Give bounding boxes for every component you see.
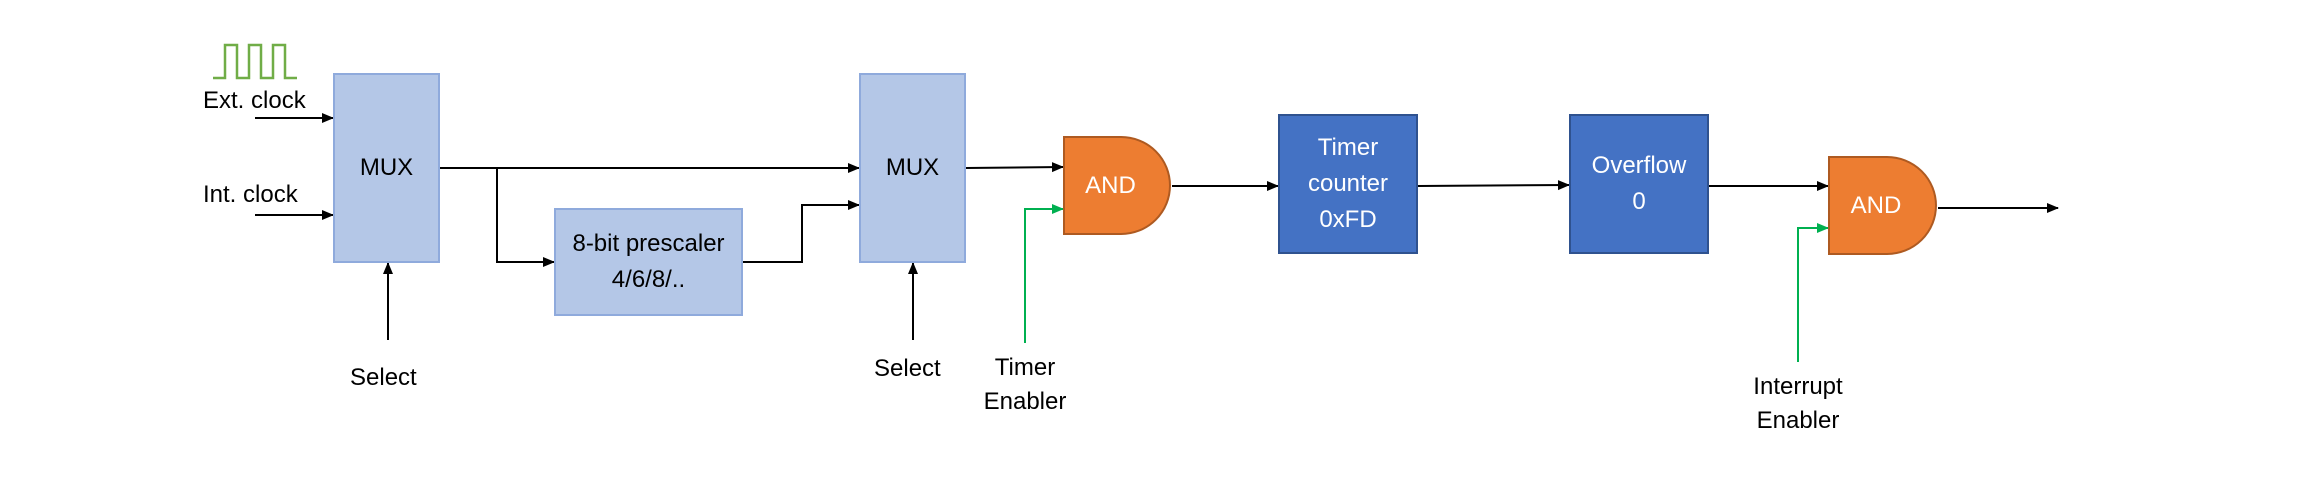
overflow-block: Overflow 0 [1569, 114, 1709, 254]
mux2-block: MUX [859, 73, 966, 263]
and2-gate-shape [1828, 156, 1937, 255]
timer-enabler-line1: Timer [994, 354, 1056, 381]
timer-label-line1: Timer [1317, 134, 1379, 161]
select1-label: Select [350, 364, 417, 391]
timer-enabler-label: Timer Enabler [979, 351, 1071, 419]
overflow-value: 0 [1632, 188, 1646, 215]
prescaler-block: 8-bit prescaler 4/6/8/.. [554, 208, 743, 316]
prescaler-to-mux2-arrow [743, 200, 860, 263]
and1-label: AND [1085, 171, 1136, 199]
mux1-block: MUX [333, 73, 440, 263]
mux1-to-prescaler-arrow [496, 168, 555, 267]
timer-enabler-line2: Enabler [983, 388, 1067, 415]
and2-label: AND [1850, 191, 1902, 219]
interrupt-enabler-line2: Enabler [1756, 407, 1840, 434]
interrupt-enabler-line1: Interrupt [1753, 373, 1843, 400]
interrupt-enabler-label: Interrupt Enabler [1739, 370, 1857, 438]
timer-counter-block: Timer counter 0xFD [1278, 114, 1418, 254]
mux1-label: MUX [359, 154, 414, 181]
select2-label: Select [874, 355, 941, 382]
and1-gate-shape [1063, 136, 1171, 235]
mux2-to-and1-arrow [965, 162, 1064, 173]
ext-clock-label: Ext. clock [203, 87, 306, 114]
prescaler-label-line1: 8-bit prescaler [572, 230, 725, 257]
timer-value: 0xFD [1319, 206, 1377, 233]
int-clock-label: Int. clock [203, 181, 298, 208]
clock-waveform-icon [213, 43, 297, 80]
overflow-label-line1: Overflow [1591, 152, 1687, 179]
interrupt-enabler-arrow [1797, 223, 1829, 362]
and2-gate: AND [1828, 156, 1938, 255]
timer-to-overflow-arrow [1417, 180, 1570, 191]
mux2-label: MUX [885, 154, 940, 181]
timer-enabler-arrow [1024, 204, 1064, 343]
prescaler-label-line2: 4/6/8/.. [611, 266, 686, 293]
and1-gate: AND [1063, 136, 1172, 235]
timer-label-line2: counter [1307, 170, 1389, 197]
